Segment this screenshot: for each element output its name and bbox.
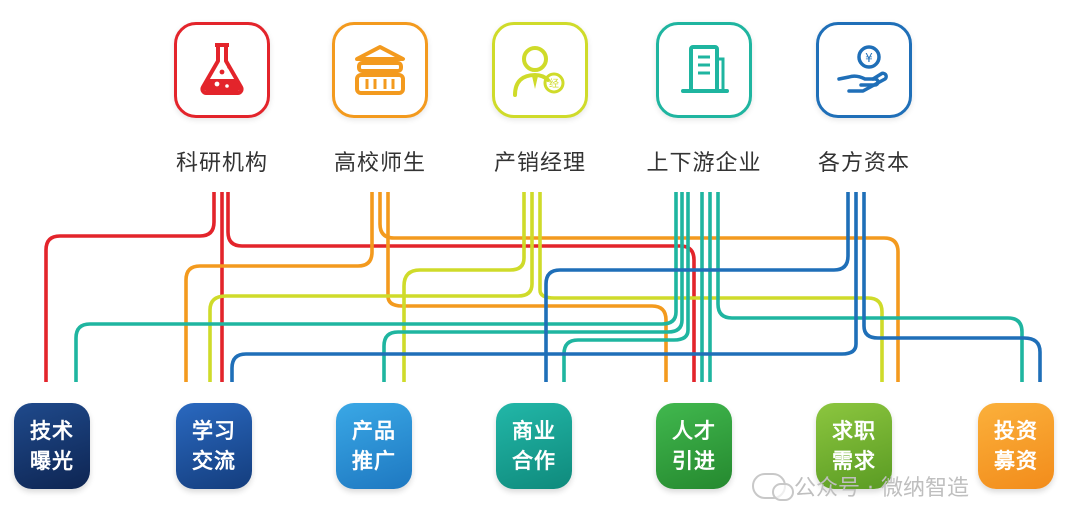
source-label: 各方资本 — [817, 151, 910, 176]
flow-line — [862, 192, 1042, 382]
target-line2: 合作 — [512, 449, 556, 473]
flask-icon — [200, 43, 244, 95]
flow-line — [716, 192, 1024, 382]
source-label: 科研机构 — [175, 151, 268, 176]
flow-line — [562, 192, 690, 382]
watermark-text: 公众号 · 微纳智造 — [794, 476, 969, 501]
target-talent-recruitment: 人才 引进 — [656, 403, 732, 489]
target-investment-fundraising: 投资 募资 — [978, 403, 1054, 489]
svg-text:经: 经 — [549, 77, 559, 90]
target-line1: 学习 — [192, 419, 236, 443]
flow-line — [74, 192, 678, 382]
target-line2: 曝光 — [30, 449, 74, 473]
flow-line — [378, 192, 900, 382]
watermark: 公众号 · 微纳智造 — [752, 468, 969, 504]
target-line2: 引进 — [672, 449, 716, 473]
source-label: 上下游企业 — [646, 151, 762, 176]
target-job-demand: 求职 需求 — [816, 403, 892, 489]
source-label: 高校师生 — [333, 151, 426, 176]
target-line2: 需求 — [832, 449, 876, 473]
flow-line — [226, 192, 696, 382]
target-line2: 交流 — [192, 449, 236, 473]
source-capital: ¥ — [816, 22, 912, 118]
target-business-cooperation: 商业 合作 — [496, 403, 572, 489]
source-sales-manager: 经 — [492, 22, 588, 118]
hand-money-icon: ¥ — [837, 45, 888, 93]
flow-line — [386, 192, 668, 382]
target-line1: 产品 — [352, 419, 396, 443]
manager-person-icon: 经 — [513, 46, 565, 97]
source-research-institute — [174, 22, 270, 118]
source-university — [332, 22, 428, 118]
flow-line — [44, 192, 216, 382]
flow-line — [402, 192, 526, 382]
office-building-icon — [681, 45, 729, 93]
flow-line — [208, 192, 534, 382]
target-line2: 推广 — [352, 449, 396, 473]
flow-line — [544, 192, 850, 382]
university-building-icon — [355, 45, 405, 95]
source-label: 产销经理 — [493, 151, 586, 176]
svg-text:¥: ¥ — [865, 51, 873, 65]
target-line1: 人才 — [672, 419, 716, 443]
flow-line — [184, 192, 374, 382]
flow-line — [230, 192, 858, 382]
source-supply-chain-enterprise — [656, 22, 752, 118]
target-line1: 求职 — [832, 419, 876, 443]
target-learning-exchange: 学习 交流 — [176, 403, 252, 489]
target-line1: 投资 — [994, 419, 1038, 443]
target-tech-exposure: 技术 曝光 — [14, 403, 90, 489]
target-line1: 商业 — [512, 419, 556, 443]
wechat-icon — [752, 473, 794, 501]
target-product-promotion: 产品 推广 — [336, 403, 412, 489]
target-line1: 技术 — [30, 419, 74, 443]
flow-line — [382, 192, 684, 382]
target-line2: 募资 — [994, 449, 1038, 473]
